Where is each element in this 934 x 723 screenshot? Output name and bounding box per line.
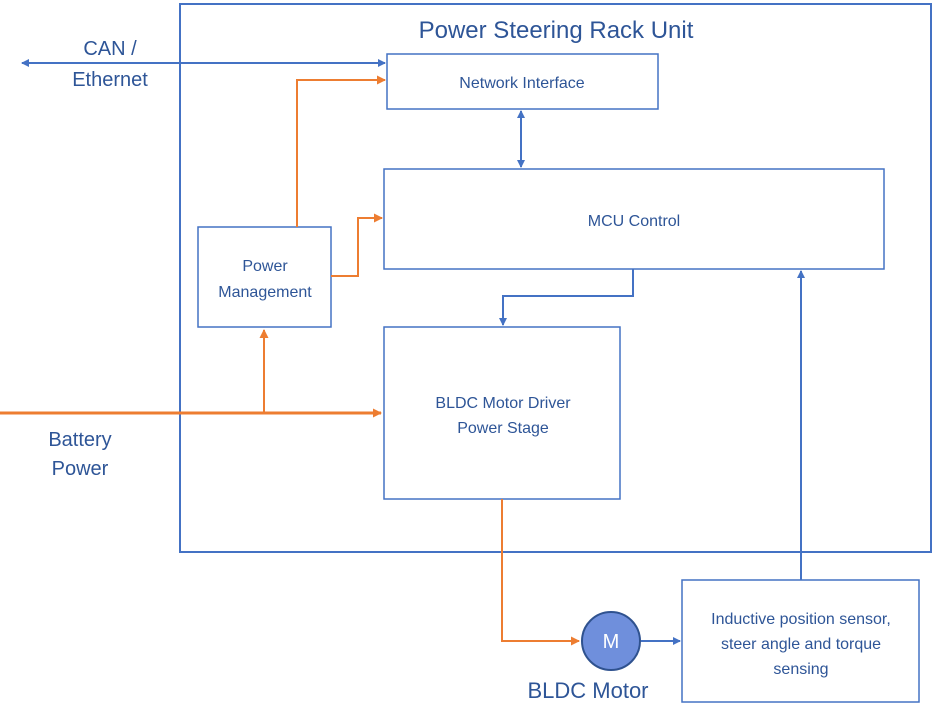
network-interface-block (386, 53, 659, 110)
sensor-label-3: sensing (773, 661, 828, 678)
motor-m-letter: M (603, 631, 620, 653)
bldc-motor-symbol (581, 611, 641, 671)
mcu-control-label: MCU Control (588, 213, 680, 230)
bldc-motor-caption: BLDC Motor (527, 678, 648, 703)
power-management-block (197, 226, 332, 328)
network-interface-label: Network Interface (459, 75, 584, 92)
sensor-label-2: steer angle and torque (721, 636, 881, 653)
ethernet-label: Ethernet (72, 69, 148, 91)
mcu-to-driver-line (499, 269, 634, 326)
unit-title: Power Steering Rack Unit (419, 17, 694, 44)
can-label: CAN / (83, 38, 137, 60)
motor-driver-label-1: BLDC Motor Driver (435, 395, 571, 412)
driver-to-motor-line (501, 499, 580, 646)
power-label: Power (52, 458, 109, 480)
power-management-label-1: Power (242, 258, 288, 275)
battery-label: Battery (48, 429, 111, 451)
sensor-label-1: Inductive position sensor, (711, 611, 891, 628)
motor-driver-block (383, 326, 621, 500)
motor-driver-label-2: Power Stage (457, 420, 549, 437)
power-management-label-2: Management (218, 284, 312, 301)
power-to-mcu-line (331, 213, 383, 277)
mcu-control-block (383, 168, 885, 270)
power-to-network-line (296, 75, 386, 227)
